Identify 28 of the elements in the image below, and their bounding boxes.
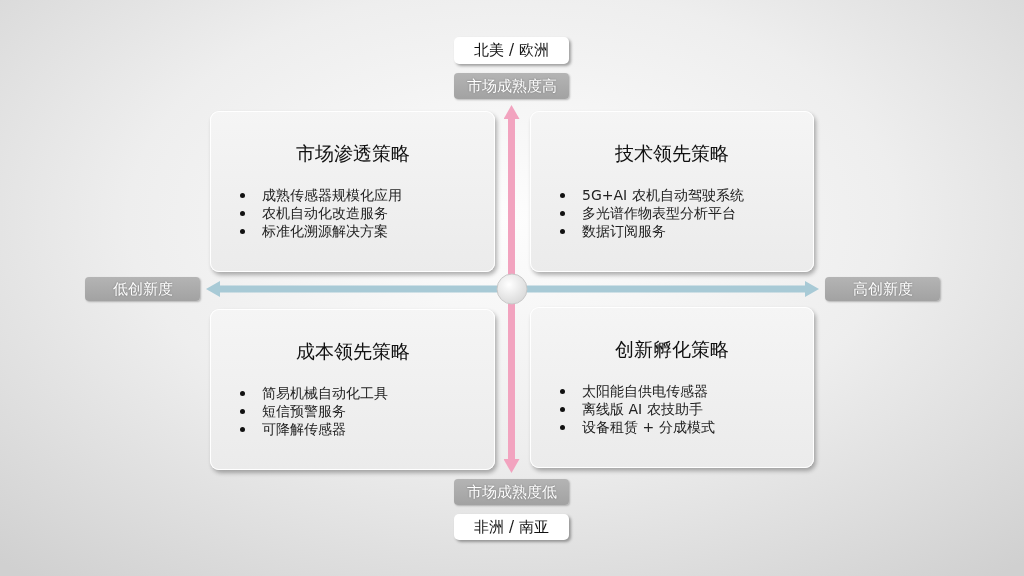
horizontal-axis-arrow <box>206 281 819 297</box>
strategy-card <box>530 111 814 272</box>
bullet-text: 多光谱作物表型分析平台 <box>582 204 736 222</box>
strategy-card <box>210 111 495 272</box>
axis-label-tag: 市场成熟度低 <box>454 479 569 505</box>
region-tag: 非洲 / 南亚 <box>454 514 569 540</box>
axis-label-tag: 低创新度 <box>85 277 200 301</box>
card-heading: 技术领先策略 <box>615 141 729 165</box>
bullet-text: 设备租赁 + 分成模式 <box>582 418 715 436</box>
axis-label-tag: 高创新度 <box>825 277 940 301</box>
strategy-card <box>530 307 814 468</box>
card-heading: 成本领先策略 <box>295 339 410 363</box>
bullet-text: 5G+AI 农机自动驾驶系统 <box>582 186 744 204</box>
bullet-text: 农机自动化改造服务 <box>262 204 388 222</box>
vertical-axis-arrow <box>503 105 520 473</box>
bullet-text: 标准化溯源解决方案 <box>262 222 388 240</box>
bullet-text: 太阳能自供电传感器 <box>582 382 708 400</box>
card-heading: 创新孵化策略 <box>615 337 729 361</box>
bullet-text: 数据订阅服务 <box>582 222 666 240</box>
bullet-text: 成熟传感器规模化应用 <box>262 186 402 204</box>
bullet-text: 可降解传感器 <box>262 420 346 438</box>
region-tag: 北美 / 欧洲 <box>454 37 569 64</box>
axis-label-tag: 市场成熟度高 <box>454 73 569 99</box>
card-heading: 市场渗透策略 <box>295 141 410 165</box>
bullet-text: 简易机械自动化工具 <box>262 384 388 402</box>
bullet-text: 短信预警服务 <box>262 402 346 420</box>
strategy-card <box>210 309 495 470</box>
bullet-text: 离线版 AI 农技助手 <box>582 400 703 418</box>
